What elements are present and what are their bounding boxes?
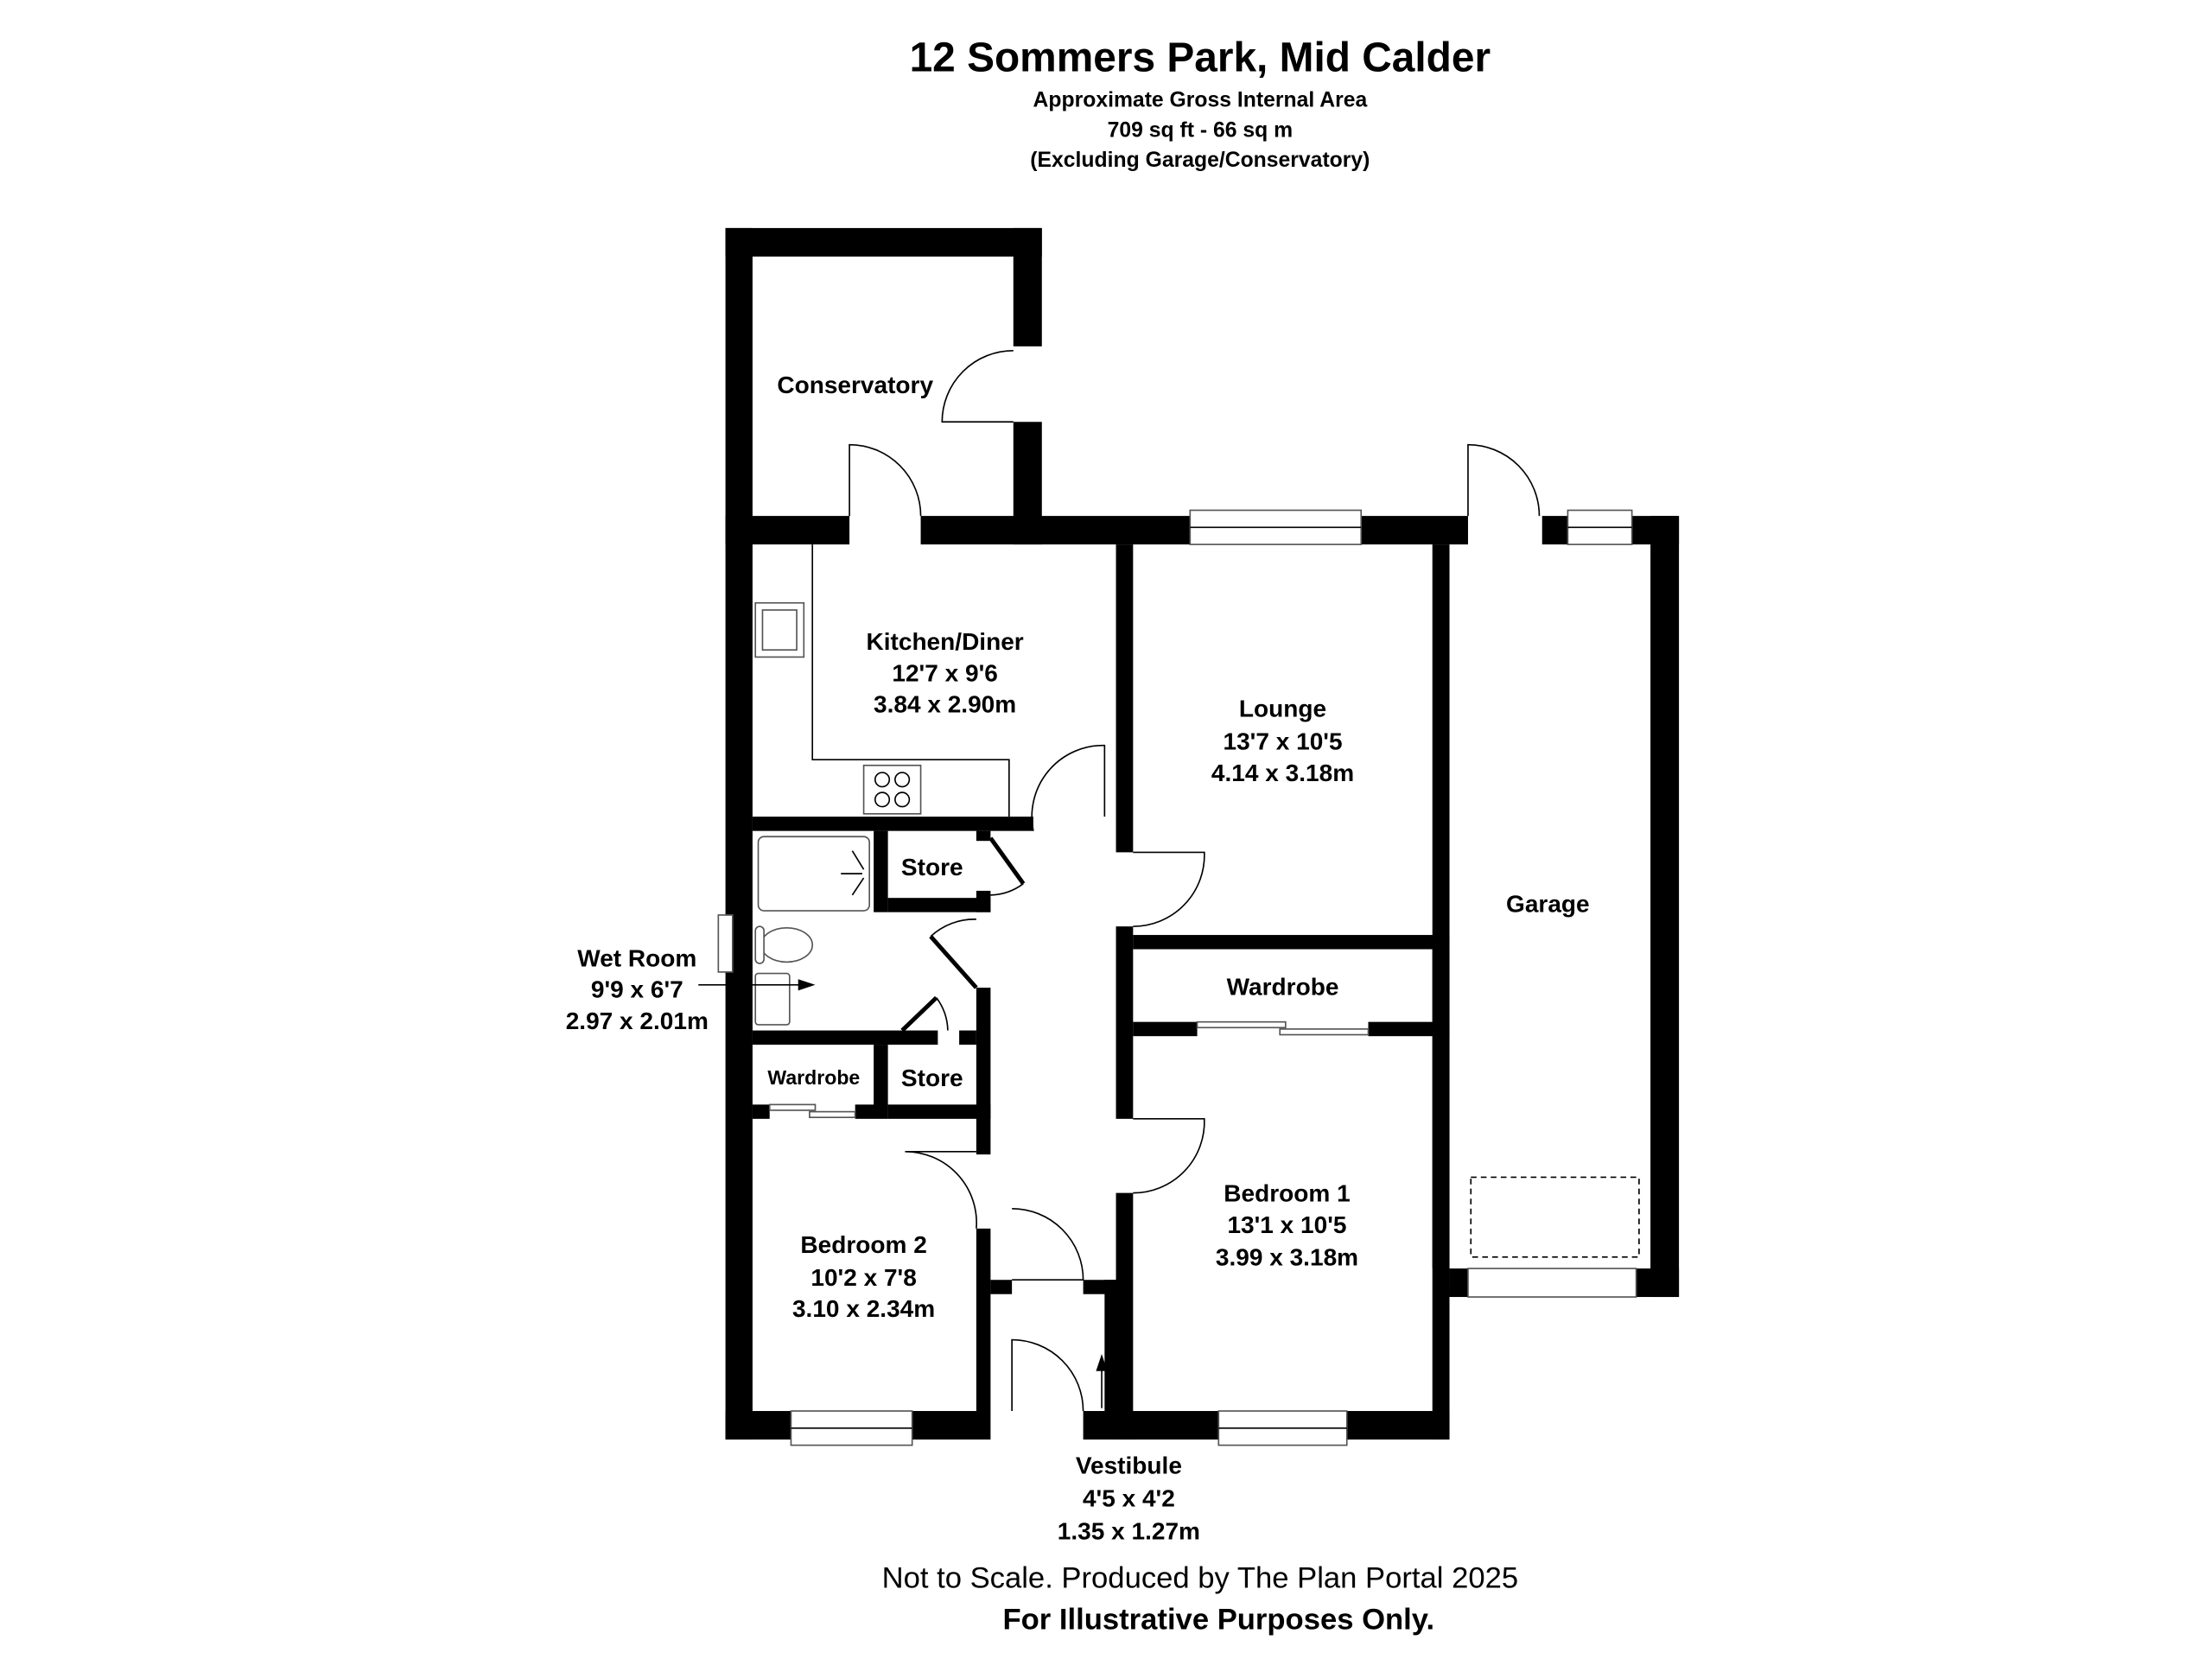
svg-text:Vestibule: Vestibule	[1076, 1452, 1182, 1479]
svg-text:Bedroom 2: Bedroom 2	[800, 1231, 926, 1258]
svg-text:2.97 x 2.01m: 2.97 x 2.01m	[566, 1007, 709, 1034]
walls	[725, 227, 1680, 1440]
room-conservatory: Conservatory	[777, 372, 933, 398]
room-garage: Garage	[1506, 891, 1590, 918]
svg-text:13'1 x 10'5: 13'1 x 10'5	[1227, 1211, 1346, 1238]
svg-text:3.84 x 2.90m: 3.84 x 2.90m	[874, 691, 1016, 718]
svg-text:1.35 x 1.27m: 1.35 x 1.27m	[1058, 1517, 1200, 1544]
fixtures	[698, 544, 1640, 1408]
area-note: (Excluding Garage/Conservatory)	[1030, 149, 1370, 172]
room-wardrobe-2: Wardrobe	[767, 1066, 860, 1089]
svg-text:13'7 x 10'5: 13'7 x 10'5	[1224, 728, 1343, 755]
room-store-1: Store	[901, 854, 963, 880]
svg-text:4.14 x 3.18m: 4.14 x 3.18m	[1211, 760, 1354, 786]
svg-text:10'2 x 7'8: 10'2 x 7'8	[810, 1264, 916, 1291]
room-lounge: Lounge 13'7 x 10'5 4.14 x 3.18m	[1211, 696, 1354, 786]
area-label: Approximate Gross Internal Area	[1033, 89, 1368, 112]
svg-text:Bedroom 1: Bedroom 1	[1224, 1180, 1350, 1207]
doors	[768, 349, 1541, 1411]
svg-text:Lounge: Lounge	[1239, 696, 1326, 722]
room-kitchen: Kitchen/Diner 12'7 x 9'6 3.84 x 2.90m	[866, 628, 1023, 718]
svg-text:12'7 x 9'6: 12'7 x 9'6	[892, 659, 997, 686]
svg-text:9'9 x 6'7: 9'9 x 6'7	[591, 976, 683, 1003]
room-wardrobe-1: Wardrobe	[1227, 973, 1339, 1000]
room-wetroom: Wet Room 9'9 x 6'7 2.97 x 2.01m	[566, 944, 709, 1034]
room-vestibule: Vestibule 4'5 x 4'2 1.35 x 1.27m	[1058, 1452, 1200, 1545]
footer-credit: Not to Scale. Produced by The Plan Porta…	[882, 1562, 1519, 1595]
svg-text:Wet Room: Wet Room	[577, 944, 696, 971]
area-value: 709 sq ft - 66 sq m	[1108, 118, 1293, 142]
footer-disclaimer: For Illustrative Purposes Only.	[1002, 1603, 1434, 1636]
room-bedroom-1: Bedroom 1 13'1 x 10'5 3.99 x 3.18m	[1216, 1180, 1358, 1271]
room-bedroom-2: Bedroom 2 10'2 x 7'8 3.10 x 2.34m	[792, 1231, 935, 1322]
windows	[717, 509, 1637, 1446]
svg-text:3.10 x 2.34m: 3.10 x 2.34m	[792, 1295, 935, 1322]
svg-text:3.99 x 3.18m: 3.99 x 3.18m	[1216, 1244, 1358, 1271]
svg-text:Kitchen/Diner: Kitchen/Diner	[866, 628, 1023, 655]
svg-text:4'5 x 4'2: 4'5 x 4'2	[1083, 1485, 1175, 1512]
room-store-2: Store	[901, 1065, 963, 1091]
plan-title: 12 Sommers Park, Mid Calder	[910, 35, 1491, 80]
